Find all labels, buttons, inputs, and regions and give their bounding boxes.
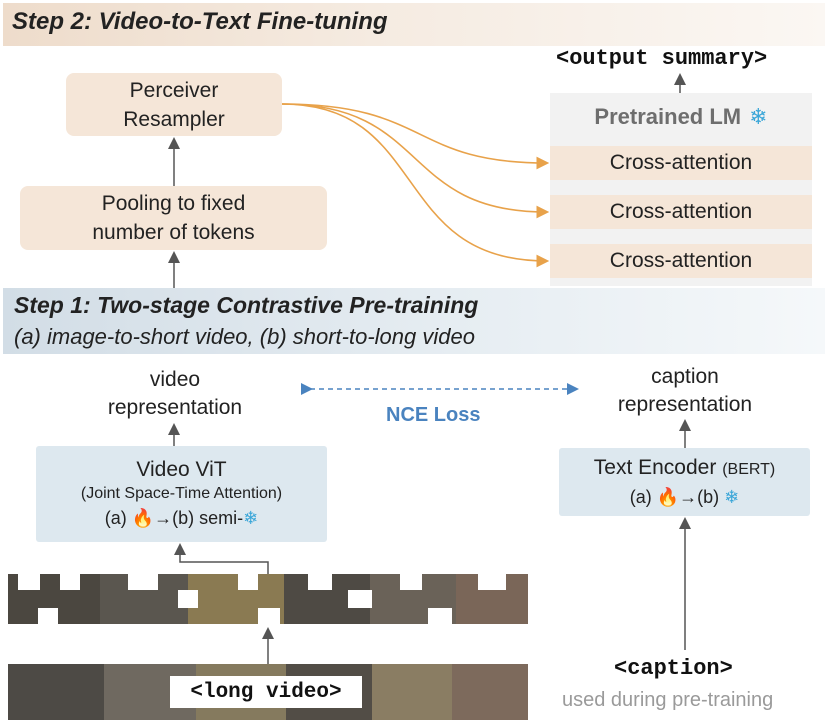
video-vit-title: Video ViT bbox=[136, 457, 227, 481]
cross-attention-3: Cross-attention bbox=[550, 244, 812, 278]
pooling-line2: number of tokens bbox=[92, 221, 255, 244]
mask-tile bbox=[308, 574, 332, 590]
pooling-box: Pooling to fixed number of tokens bbox=[20, 186, 327, 250]
video-vit-box: Video ViT (Joint Space-Time Attention) (… bbox=[36, 446, 327, 542]
mask-tile bbox=[178, 590, 198, 608]
perceiver-resampler-box: Perceiver Resampler bbox=[66, 73, 282, 136]
frozen-face-icon: ❄ bbox=[243, 507, 259, 529]
output-summary-label: <output summary> bbox=[556, 46, 768, 71]
video-representation-line1: video bbox=[149, 368, 201, 391]
masked-video-strip bbox=[8, 574, 528, 624]
video-representation-line2: representation bbox=[107, 396, 243, 419]
mask-tile bbox=[258, 608, 280, 624]
video-vit-stage-a: (a) bbox=[104, 507, 127, 528]
text-encoder-title-row: Text Encoder (BERT) bbox=[594, 454, 775, 484]
caption-representation-line1: caption bbox=[651, 365, 719, 388]
text-encoder-box: Text Encoder (BERT) (a) 🔥→(b) ❄ bbox=[559, 448, 810, 516]
perceiver-resampler-line1: Perceiver bbox=[129, 78, 219, 102]
masked-strip-to-vit-arrow bbox=[174, 543, 269, 574]
mask-tile bbox=[478, 574, 506, 590]
mask-tile bbox=[400, 574, 422, 590]
cross-attention-2: Cross-attention bbox=[550, 195, 812, 229]
step1-subtitle: (a) image-to-short video, (b) short-to-l… bbox=[14, 324, 475, 349]
video-representation-label: video representation bbox=[100, 366, 250, 422]
video-frame bbox=[8, 664, 104, 720]
text-encoder-stage-a: (a) bbox=[629, 486, 652, 507]
mask-tile bbox=[18, 574, 40, 590]
text-encoder-title: Text Encoder bbox=[593, 455, 717, 479]
text-encoder-stage-b: →(b) bbox=[679, 486, 720, 507]
mask-tile bbox=[60, 574, 80, 590]
long-video-label: <long video> bbox=[170, 676, 362, 708]
caption-representation-label: caption representation bbox=[610, 363, 760, 419]
mask-tile bbox=[428, 608, 452, 624]
frozen-face-icon: ❄ bbox=[724, 486, 740, 508]
resampler-to-xattn-3-arrow bbox=[281, 103, 550, 268]
mask-tile bbox=[128, 574, 158, 590]
fire-icon: 🔥 bbox=[131, 507, 155, 529]
frozen-face-icon: ❄ bbox=[749, 104, 768, 130]
video-frame bbox=[452, 664, 528, 720]
caption-representation-line2: representation bbox=[617, 393, 753, 416]
pretrained-lm-label: Pretrained LM bbox=[594, 104, 742, 129]
step1-banner bbox=[3, 288, 825, 354]
video-vit-stage-b: →(b) semi- bbox=[154, 507, 244, 528]
perceiver-resampler-line2: Resampler bbox=[123, 107, 225, 131]
resampler-to-xattn-1-arrow bbox=[281, 103, 550, 170]
mask-tile bbox=[38, 608, 58, 624]
pretrained-lm-title: Pretrained LM ❄ bbox=[550, 98, 812, 136]
mask-tile bbox=[238, 574, 258, 590]
video-frame bbox=[372, 664, 452, 720]
resampler-to-xattn-2-arrow bbox=[281, 103, 550, 219]
used-during-pretraining-note: used during pre-training bbox=[562, 689, 774, 711]
text-encoder-stages: (a) 🔥→(b) ❄ bbox=[630, 484, 740, 511]
nce-loss-label: NCE Loss bbox=[386, 404, 481, 426]
video-vit-subtitle: (Joint Space-Time Attention) bbox=[80, 484, 283, 502]
fire-icon: 🔥 bbox=[656, 486, 680, 508]
step2-banner bbox=[3, 3, 825, 46]
video-vit-stages: (a) 🔥→(b) semi-❄ bbox=[105, 505, 259, 532]
step2-title: Step 2: Video-to-Text Fine-tuning bbox=[12, 8, 388, 35]
step1-title: Step 1: Two-stage Contrastive Pre-traini… bbox=[14, 292, 479, 318]
caption-label: <caption> bbox=[614, 656, 733, 681]
cross-attention-1: Cross-attention bbox=[550, 146, 812, 180]
pooling-line1: Pooling to fixed bbox=[101, 192, 246, 215]
text-encoder-model: (BERT) bbox=[722, 460, 776, 478]
mask-tile bbox=[348, 590, 372, 608]
